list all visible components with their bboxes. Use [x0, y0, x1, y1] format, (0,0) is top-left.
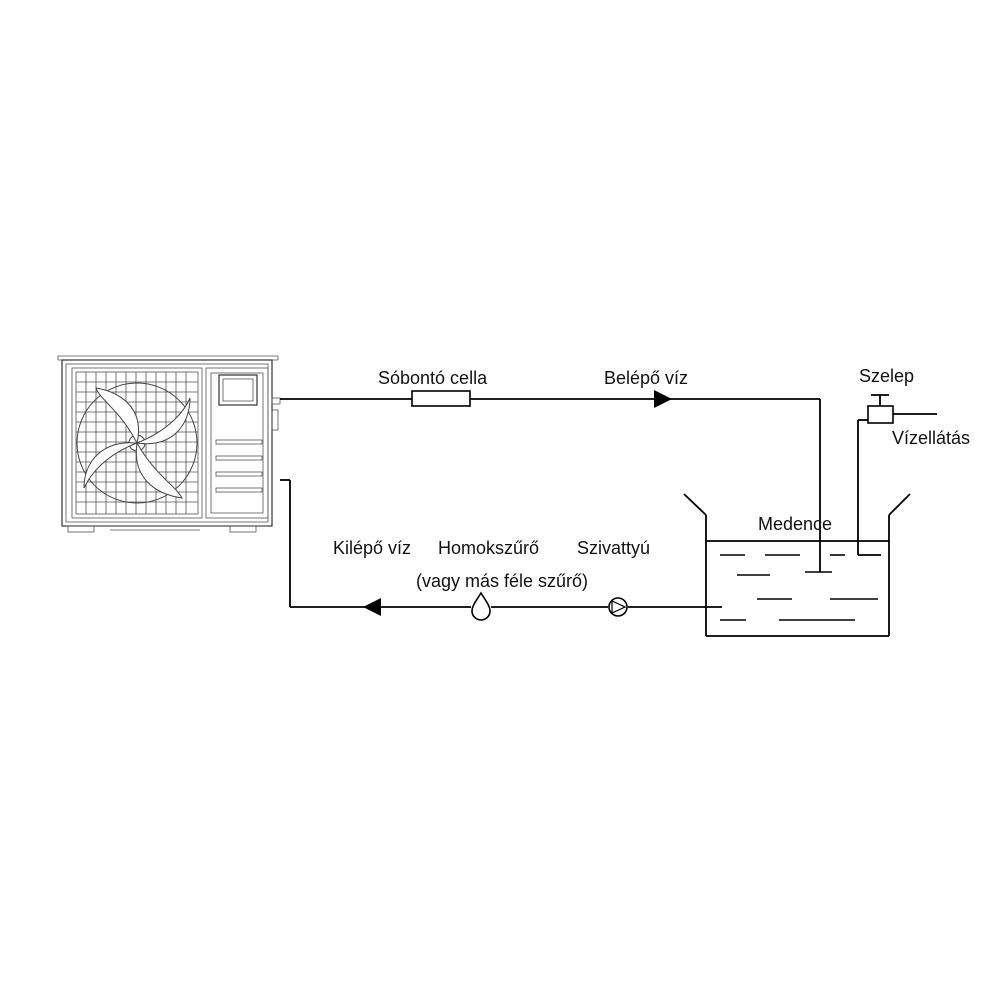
pool-label: Medence [758, 514, 832, 534]
salt-cell-label: Sóbontó cella [378, 368, 488, 388]
filter-drop-icon [471, 591, 491, 621]
salt-cell-icon [411, 390, 471, 407]
flow-arrow-icon [363, 598, 381, 616]
valve-icon [867, 394, 894, 424]
pool-icon [683, 493, 911, 637]
pump-icon [608, 597, 628, 617]
valve-label: Szelep [859, 366, 914, 386]
water-supply-pipe [857, 413, 937, 556]
fan-icon [76, 382, 198, 504]
inlet-pipe [280, 398, 821, 572]
heat-pump-unit-icon [57, 355, 281, 533]
pump-label: Szivattyú [577, 538, 650, 558]
flow-arrow-icon [654, 390, 672, 408]
inlet-water-label: Belépő víz [604, 368, 688, 388]
water-supply-label: Vízellátás [892, 428, 970, 448]
other-filter-label: (vagy más féle szűrő) [416, 571, 588, 591]
outlet-water-label: Kilépő víz [333, 538, 411, 558]
sand-filter-label: Homokszűrő [438, 538, 539, 558]
